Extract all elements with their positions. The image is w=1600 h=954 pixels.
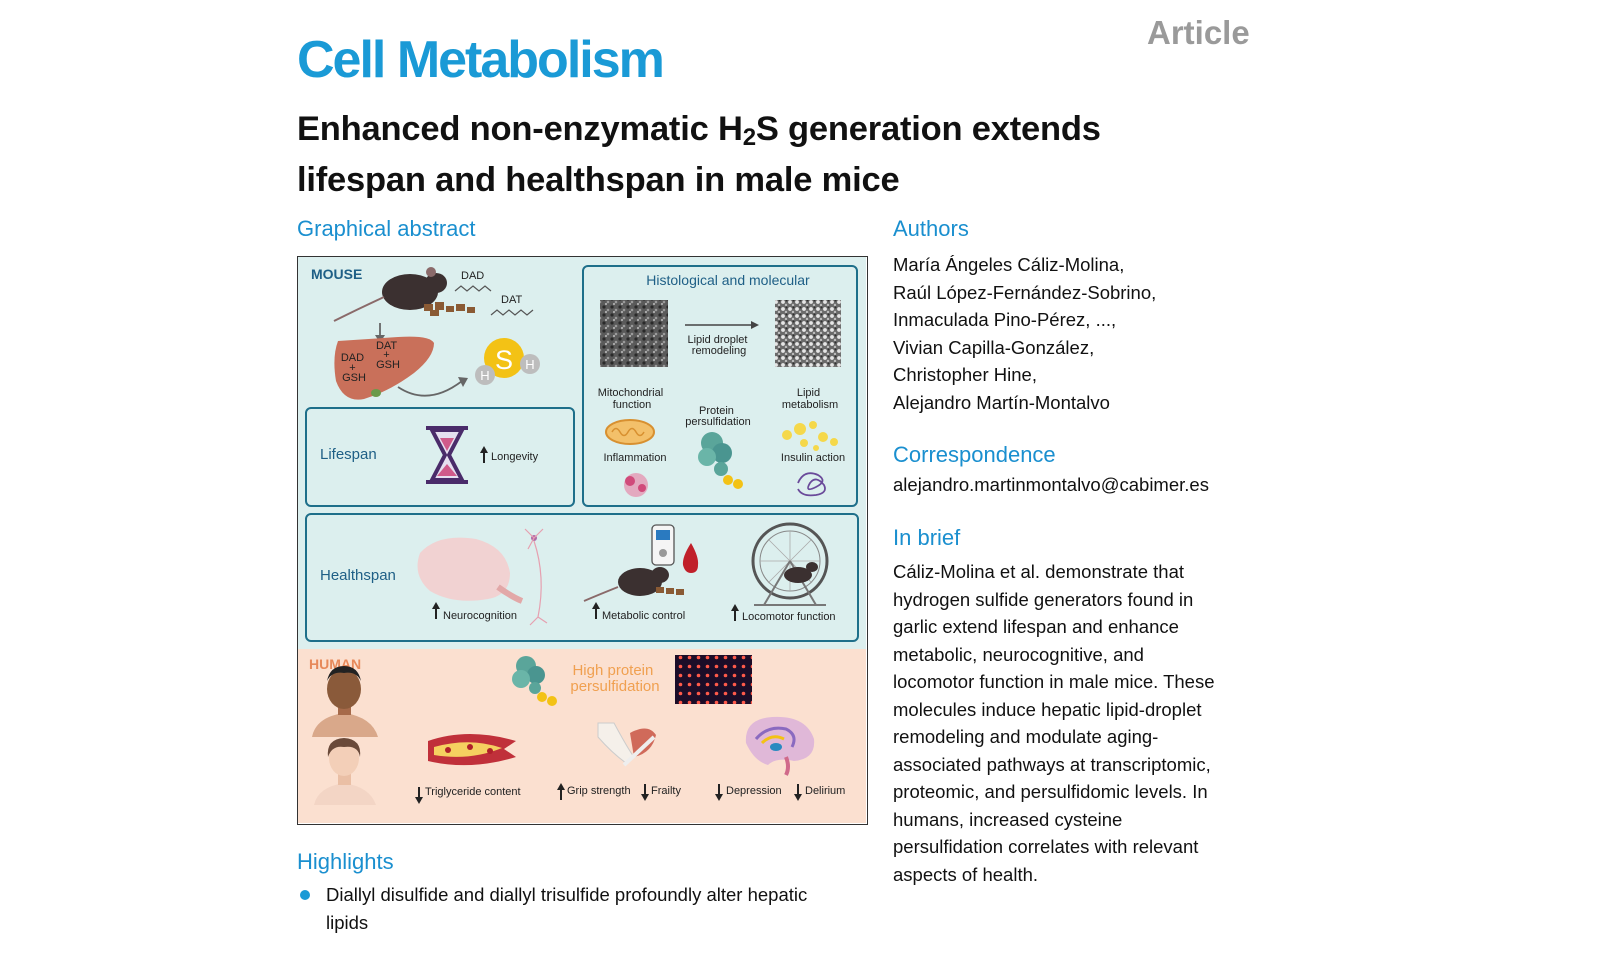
h2s-h-label: H [480,368,489,383]
lipid-droplet-label: Lipid droplet remodeling [688,334,751,357]
curved-arrow-icon [397,380,463,397]
lifespan-label: Lifespan [320,446,377,463]
histological-panel [582,265,858,507]
correspondence-heading: Correspondence [893,442,1056,467]
liver-icon [334,336,434,400]
human-female-avatar [314,738,376,805]
triglyceride-label: Triglyceride content [425,786,521,798]
protein-icon [512,656,557,706]
micrograph-after [775,300,841,367]
protein-array-image [675,655,752,704]
h2s-s-label: S [495,345,513,375]
article-title: Enhanced non-enzymatic H2S generation ex… [297,108,1101,202]
in-brief-text: Cáliz-Molina et al. demonstrate that hyd… [893,558,1263,888]
graphical-abstract: MOUSE HUMAN DAD DAT DAD + GSH DAT + GSH [297,256,868,825]
running-wheel-icon [751,522,829,606]
in-brief-line: metabolic, neurocognitive, and [893,643,1144,665]
lipid-droplets-icon [782,421,838,451]
insulin-label: Insulin action [781,452,845,464]
liver-text: DAT + GSH [376,340,400,371]
graphical-abstract-figure: MOUSE HUMAN DAD DAT DAD + GSH DAT + GSH [298,257,866,823]
mouse-label: MOUSE [311,266,362,282]
in-brief-line: associated pathways at transcriptomic, [893,753,1211,775]
liver-text: DAD + GSH [341,352,367,384]
grip-label: Grip strength [567,785,631,797]
delirium-label: Delirium [805,785,845,797]
h2s-h-label: H [525,357,534,372]
authors-heading: Authors [893,216,969,241]
mouse-eating-icon [333,267,475,322]
neuron-icon [524,528,548,626]
author-name[interactable]: Raúl López-Fernández-Sobrino, [893,281,1157,303]
mito-label: Mitochondrial function [598,387,666,411]
in-brief-line: humans, increased cysteine [893,808,1123,830]
healthspan-panel [305,513,859,642]
brain-icon [417,537,524,604]
high-protein-label: High protein persulfidation [570,662,659,695]
graphical-abstract-heading: Graphical abstract [297,216,476,241]
in-brief-line: aspects of health. [893,863,1039,885]
author-name[interactable]: Christopher Hine, [893,364,1037,385]
in-brief-line: garlic extend lifespan and enhance [893,616,1179,637]
hourglass-icon [426,426,468,484]
glucometer-icon [651,524,699,573]
title-line-2: lifespan and healthspan in male mice [297,161,900,199]
healthspan-label: Healthspan [320,567,396,584]
dad-label: DAD [461,270,484,282]
highlight-item: Diallyl disulfide and diallyl trisulfide… [297,881,872,936]
mitochondria-icon [605,419,655,445]
mouse-icon [583,567,684,602]
author-name[interactable]: Alejandro Martín-Montalvo [893,391,1110,413]
h2s-molecule-icon [475,338,540,385]
protein-persulf-label: Protein persulfidation [685,405,750,428]
in-brief-line: hydrogen sulfide generators found in [893,588,1194,610]
depression-label: Depression [726,785,782,797]
in-brief-heading: In brief [893,525,961,550]
protein-icon [698,432,743,489]
dat-label: DAT [501,294,522,306]
inflammation-cells-icon [624,473,648,497]
in-brief-line: remodeling and modulate aging- [893,726,1159,747]
article-type-label: Article [1147,14,1250,51]
longevity-label: Longevity [491,451,539,463]
lipid-metab-label: Lipid metabolism [782,387,838,411]
lifespan-panel [305,407,575,507]
journal-title: Cell Metabolism [297,31,665,89]
author-name[interactable]: María Ángeles Cáliz-Molina, [893,254,1125,275]
title-line-1: Enhanced non-enzymatic H2S generation ex… [297,110,1101,151]
arm-muscle-icon [597,722,656,767]
dat-molecule-icon [490,309,534,316]
neurocognition-label: Neurocognition [443,610,517,622]
highlights-list: Diallyl disulfide and diallyl trisulfide… [297,881,872,936]
author-name[interactable]: Vivian Capilla-González, [893,336,1095,358]
author-name[interactable]: Inmaculada Pino-Pérez, ..., [893,309,1117,330]
bullet-icon [300,890,310,900]
frailty-label: Frailty [651,785,681,797]
locomotor-label: Locomotor function [742,611,836,623]
highlights-heading: Highlights [297,849,394,874]
micrograph-before [600,300,668,367]
inflammation-label: Inflammation [604,452,667,464]
dad-molecule-icon [454,285,492,292]
human-male-avatar [312,666,378,737]
histological-title: Histological and molecular [646,272,810,288]
in-brief-line: persulfidation correlates with relevant [893,836,1199,857]
brain-sagittal-icon [745,716,815,776]
in-brief-line: Cáliz-Molina et al. demonstrate that [893,561,1184,582]
blood-vessel-icon [428,734,516,766]
in-brief-line: locomotor function in male mice. These [893,671,1215,692]
in-brief-line: molecules induce hepatic lipid-droplet [893,698,1202,720]
author-list: María Ángeles Cáliz-Molina, Raúl López-F… [893,251,1156,416]
insulin-icon [797,472,826,497]
in-brief-line: proteomic, and persulfidomic levels. In [893,781,1208,802]
correspondence-email[interactable]: alejandro.martinmontalvo@cabimer.es [893,474,1209,495]
metabolic-control-label: Metabolic control [602,610,685,622]
